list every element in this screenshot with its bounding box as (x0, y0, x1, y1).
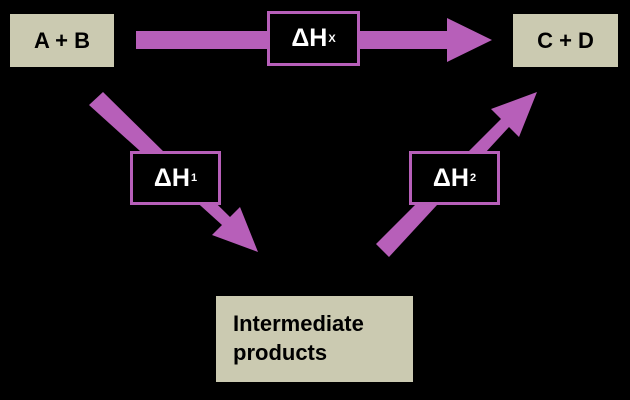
intermediate-label-line1: Intermediate (233, 311, 364, 337)
intermediate-box: Intermediate products (216, 296, 413, 382)
delta-h-x-subscript: X (328, 32, 336, 45)
intermediate-label-line2: products (233, 340, 328, 365)
delta-h-2-subscript: 2 (469, 172, 477, 184)
delta-h-1-subscript: 1 (190, 172, 198, 184)
delta-h-1-symbol: ΔH (153, 163, 190, 192)
products-box: C + D (513, 14, 618, 67)
delta-h-2-symbol: ΔH (432, 163, 469, 192)
reactants-label: A + B (33, 27, 91, 53)
products-label: C + D (537, 27, 594, 53)
delta-h-x-symbol: ΔH (291, 24, 328, 52)
reactants-box: A + B (10, 14, 114, 67)
